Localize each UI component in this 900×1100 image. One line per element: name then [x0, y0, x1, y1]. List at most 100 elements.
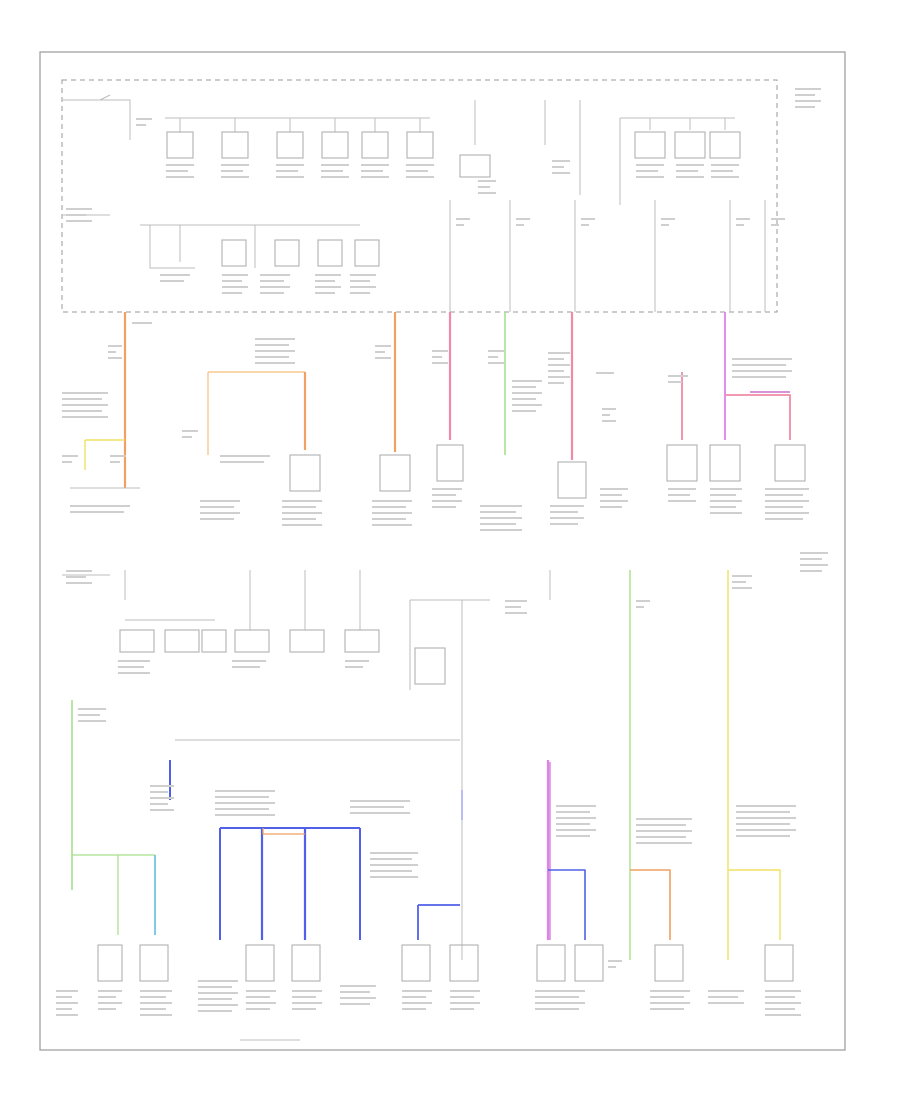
bottom-component-3-label	[340, 997, 376, 999]
mid-switch-label-2	[602, 414, 610, 416]
mid-component-1-label	[282, 506, 316, 508]
green-wire-2-side-label	[636, 842, 692, 844]
fuse-feed-label	[516, 218, 530, 220]
mid-component-5-label	[668, 488, 696, 490]
green-side-label	[512, 380, 542, 382]
mid-switch-label-2	[602, 408, 616, 410]
violet-label	[732, 358, 792, 360]
top-component-box	[276, 131, 304, 159]
violet-wire-2-label	[556, 823, 590, 825]
row2-label-1	[160, 274, 190, 276]
yellow-wire-1-label	[732, 575, 752, 577]
bottom-relay-box	[414, 647, 446, 685]
left-junction-label	[62, 410, 102, 412]
green-wire-2-side-label	[636, 824, 686, 826]
top-right-component-label	[676, 176, 704, 178]
green-wire-2-end-label	[608, 960, 622, 962]
mid-left-component-label	[200, 506, 234, 508]
yellow-wire-1-label	[732, 587, 752, 589]
blue-wire-1-label	[150, 797, 174, 799]
green-side-label	[512, 398, 536, 400]
row2-label-4	[315, 286, 341, 288]
mid-component-2-label	[372, 506, 406, 508]
top-right-component-label	[676, 164, 704, 166]
orange-wire-bottom	[630, 869, 671, 940]
row2-label-4	[315, 274, 341, 276]
yellow-wire-2-label	[736, 823, 790, 825]
violet-wire-2-label	[556, 829, 596, 831]
fuse-feed-label	[581, 224, 589, 226]
blue-wire-1-label	[150, 791, 168, 793]
fuse-feed-label	[456, 224, 464, 226]
top-component-label	[276, 176, 304, 178]
fuse-feed-label	[661, 218, 675, 220]
left-bottom-label	[70, 511, 124, 513]
blue-bus-label	[215, 790, 275, 792]
fuse-feed-label	[456, 218, 470, 220]
bottom-feed-label	[66, 576, 86, 578]
left-junction-label	[62, 404, 108, 406]
mid-switch-label-3	[600, 500, 628, 502]
yellow-wire-2-label	[736, 835, 790, 837]
mid-component-1-label	[282, 512, 322, 514]
bottom-left-label-1	[56, 1014, 78, 1016]
bottom-component-4-label	[402, 1008, 426, 1010]
bottom-component-2-label	[292, 1008, 316, 1010]
mid-component-3	[436, 444, 464, 482]
bottom-box-4	[234, 629, 270, 653]
pink-wire-2-label	[548, 382, 564, 384]
top-component-label	[221, 170, 243, 172]
row2-label-3	[260, 280, 284, 282]
bottom-component-9-label	[708, 1002, 744, 1004]
mid-component-5	[666, 444, 698, 482]
row2-feed-label	[66, 214, 86, 216]
bottom-component-6-label	[535, 1008, 579, 1010]
mid-component-6-label	[710, 488, 742, 490]
green-wire-1-label	[488, 350, 504, 352]
yellow-wire-2-label	[736, 829, 796, 831]
green-wire-3-label	[78, 714, 100, 716]
top-right-label-2	[552, 166, 564, 168]
mid-switch-label-3	[600, 488, 628, 490]
mid-component-7-label	[765, 500, 809, 502]
pink-wire-2-label	[548, 352, 570, 354]
mid-component-7-label	[765, 494, 803, 496]
top-component-label	[166, 176, 194, 178]
fuse-feed-label	[516, 224, 524, 226]
yellow-wire-1-label	[732, 581, 746, 583]
top-fuse-label	[136, 118, 152, 120]
bottom-center-label	[370, 858, 412, 860]
bottom-component-10-label	[765, 990, 801, 992]
bottom-component-1	[245, 944, 275, 982]
top-right-label-2	[552, 172, 570, 174]
bottom-component-9-label	[708, 990, 744, 992]
top-right-component-label	[711, 170, 733, 172]
bottom-component-0-label	[198, 998, 232, 1000]
bottom-component-2-label	[292, 996, 316, 998]
orange-left-label-2	[108, 351, 116, 353]
bottom-component-10-label	[765, 1008, 795, 1010]
row2-label-2	[222, 292, 242, 294]
blue-bus-label	[215, 808, 269, 810]
mid-component-7-label	[765, 518, 803, 520]
bottom-component-6-label	[535, 996, 579, 998]
top-component-label	[361, 170, 383, 172]
green-wire-2-side-label	[636, 818, 692, 820]
top-right-component	[634, 131, 666, 159]
bottom-box-5	[289, 629, 325, 653]
bottom-component-4	[401, 944, 431, 982]
bottom-component-10-label	[765, 1014, 801, 1016]
violet-label	[732, 376, 786, 378]
top-right-label-1	[478, 186, 490, 188]
bottom-component-2	[291, 944, 321, 982]
bottom-component-5-label	[450, 1002, 480, 1004]
bottom-component-0-label	[198, 1010, 232, 1012]
bottom-component-5	[449, 944, 479, 982]
blue-wire-1-label	[150, 803, 168, 805]
orange-left-label-2	[108, 345, 122, 347]
fuse-feed-label	[771, 218, 785, 220]
orange-left-label-2	[108, 357, 122, 359]
bottom-left-label-1	[56, 990, 78, 992]
bottom-left-label-2	[98, 996, 116, 998]
bottom-box-label-4	[232, 666, 260, 668]
